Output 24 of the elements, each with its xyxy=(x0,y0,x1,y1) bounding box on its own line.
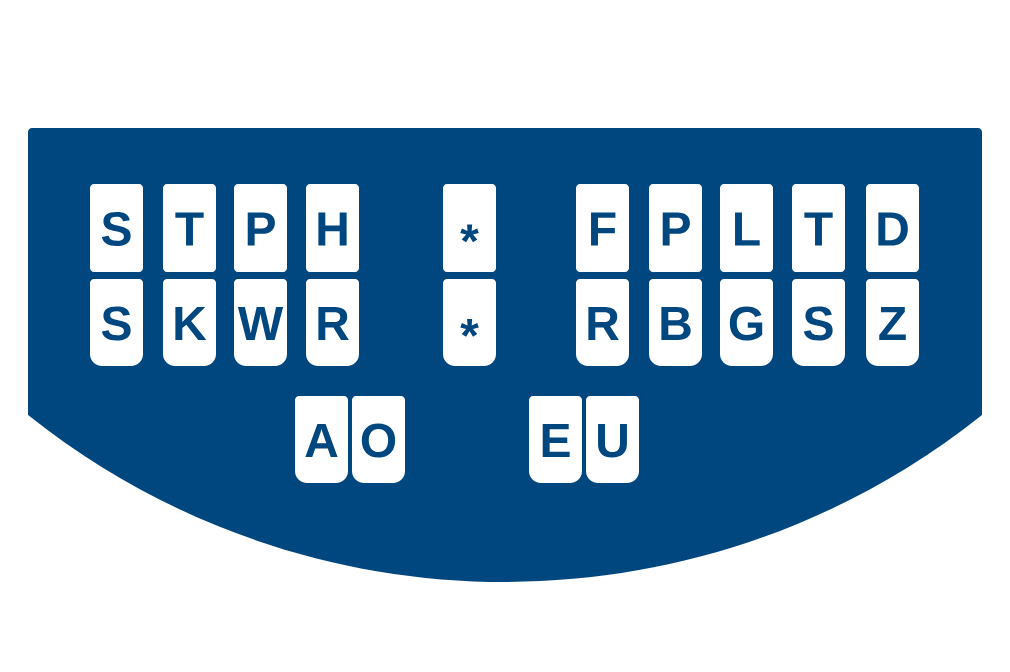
key: Z xyxy=(866,279,919,366)
key: F xyxy=(576,184,629,272)
key: O xyxy=(352,396,405,483)
key: T xyxy=(163,184,216,272)
key: P xyxy=(649,184,702,272)
key: P xyxy=(234,184,287,272)
key: W xyxy=(234,279,287,366)
key: * xyxy=(443,279,496,366)
key: B xyxy=(649,279,702,366)
key: R xyxy=(306,279,359,366)
key: H xyxy=(306,184,359,272)
key: K xyxy=(163,279,216,366)
key: D xyxy=(866,184,919,272)
key: S xyxy=(90,184,143,272)
key: S xyxy=(90,279,143,366)
key: U xyxy=(586,396,639,483)
key: S xyxy=(792,279,845,366)
key: A xyxy=(295,396,348,483)
key: R xyxy=(576,279,629,366)
key: T xyxy=(792,184,845,272)
key: L xyxy=(720,184,773,272)
key: E xyxy=(529,396,582,483)
key: * xyxy=(443,184,496,272)
key: G xyxy=(720,279,773,366)
